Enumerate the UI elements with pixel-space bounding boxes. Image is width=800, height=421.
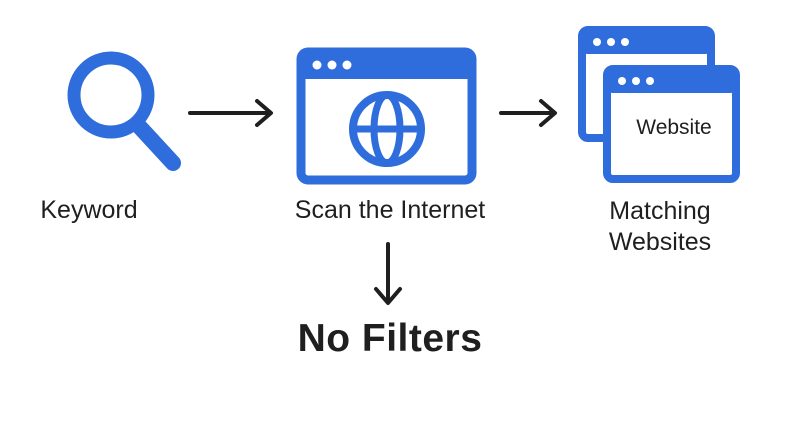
arrow-scan-to-matching <box>499 99 557 127</box>
no-filters-label: No Filters <box>297 317 483 360</box>
scan-label: Scan the Internet <box>294 196 486 224</box>
globe-icon <box>349 91 425 167</box>
stacked-browser-windows-icon <box>578 26 740 183</box>
matching-websites-label: Matching Websites <box>575 196 745 258</box>
arrow-scan-to-nofilters <box>374 242 402 305</box>
search-icon <box>67 51 181 171</box>
website-window-text: Website <box>636 116 712 139</box>
matching-label-line2: Websites <box>608 228 712 256</box>
arrow-keyword-to-scan <box>188 99 273 127</box>
browser-globe-icon <box>296 47 477 185</box>
keyword-label: Keyword <box>40 196 138 224</box>
matching-label-line1: Matching <box>609 197 711 225</box>
